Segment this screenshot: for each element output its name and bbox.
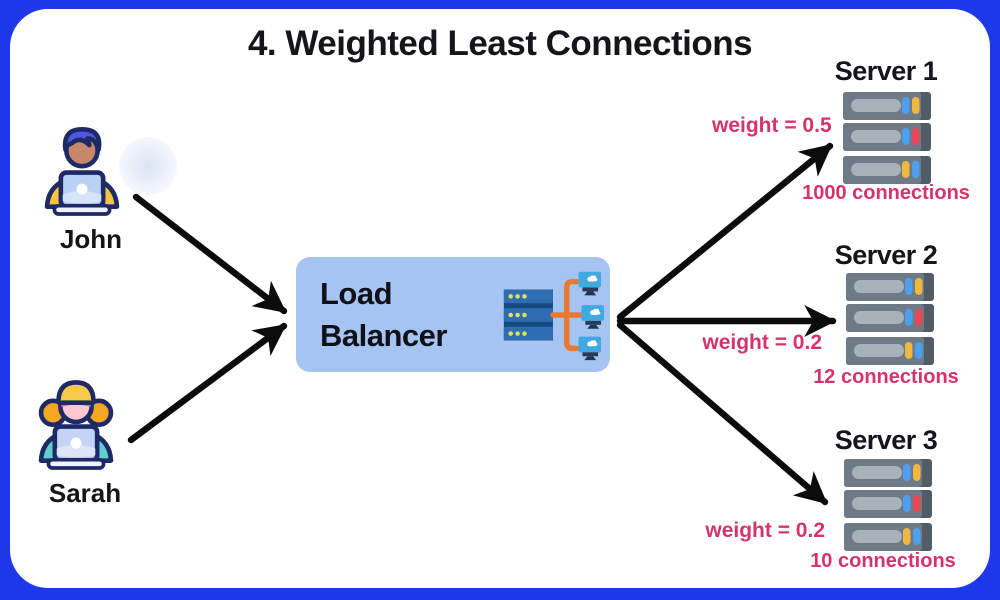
ghost-watermark-circle [119,137,177,195]
load-balancer-box: Load Balancer [296,257,610,372]
user-at-laptop-icon [44,127,120,216]
arrow-john-to-lb [132,193,288,315]
user-john: John [36,112,146,255]
server2-connections-label: 12 connections [813,366,959,388]
server3-connections-label: 10 connections [810,550,956,572]
user-at-laptop-icon [38,380,114,470]
server3-weight-label: weight = 0.2 [705,519,825,542]
server1-connections-label: 1000 connections [802,182,970,204]
user-label-john: John [59,224,123,254]
server2-weight-label: weight = 0.2 [702,331,822,354]
load-balancer-network-icon [503,271,604,361]
server1-name: Server 1 [834,56,938,86]
server-rack-icon [844,459,932,551]
user-sarah: Sarah [30,366,140,509]
arrow-lb-to-server1 [616,142,834,321]
page-title: 4. Weighted Least Connections [247,24,753,63]
load-balancer-label: Load Balancer [320,276,447,353]
server-rack-icon [843,92,931,184]
server2-name: Server 2 [834,240,938,270]
server-rack-icon [846,273,934,365]
server3-name: Server 3 [834,425,938,455]
server1-weight-label: weight = 0.5 [712,114,832,137]
arrow-sarah-to-lb [127,322,288,444]
user-label-sarah: Sarah [48,478,122,508]
